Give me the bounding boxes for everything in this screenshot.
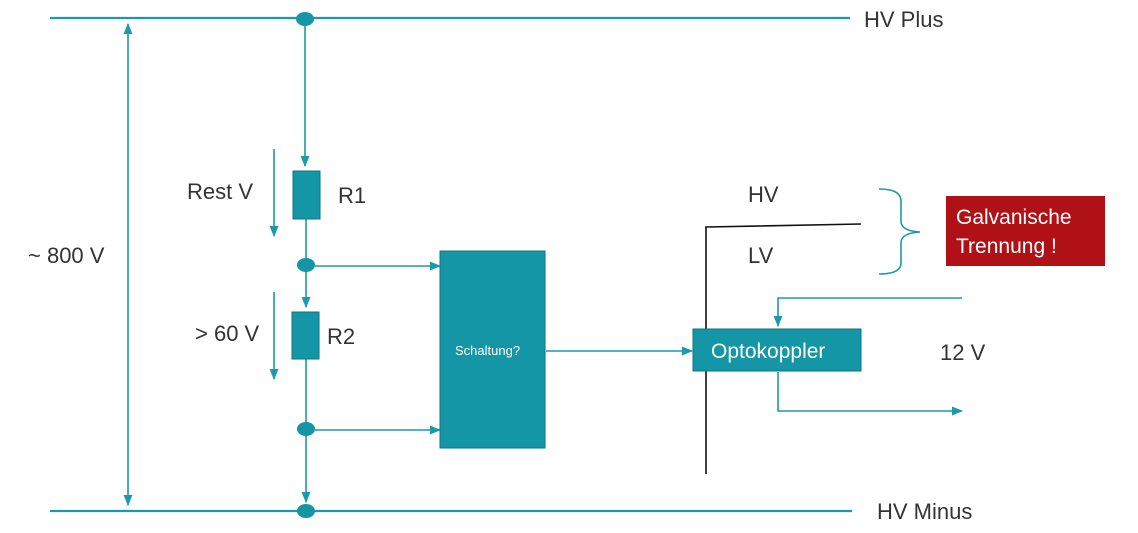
hv-side-label: HV	[748, 182, 779, 207]
optokoppler-block	[692, 328, 862, 372]
v12-label: 12 V	[940, 340, 986, 365]
galvanic-line1: Galvanische	[956, 206, 1072, 229]
isolation-barrier-line	[705, 223, 862, 474]
schaltung-block	[439, 250, 546, 449]
galvanic-line2: Trennung !	[956, 235, 1057, 258]
r1-label: R1	[338, 183, 366, 208]
resistor-r1	[292, 170, 321, 220]
node-bottom	[297, 504, 315, 518]
wire-12v-in	[773, 297, 962, 328]
total-voltage-label: ~ 800 V	[28, 243, 105, 268]
wire-12v-out	[777, 372, 964, 416]
schaltung-label: Schaltung?	[455, 343, 520, 358]
lv-side-label: LV	[748, 243, 774, 268]
gt-60v-label: > 60 V	[195, 321, 260, 346]
r2-label: R2	[327, 324, 355, 349]
hv-minus-label: HV Minus	[877, 499, 972, 524]
galvanic-brace	[878, 188, 921, 275]
galvanic-isolation-box	[946, 196, 1105, 266]
hv-plus-label: HV Plus	[864, 7, 943, 32]
rest-v-label: Rest V	[187, 179, 253, 204]
resistor-r2	[291, 311, 320, 360]
node-low	[297, 422, 315, 436]
node-top	[296, 12, 314, 26]
node-mid	[297, 258, 315, 272]
optokoppler-label: Optokoppler	[711, 340, 825, 363]
